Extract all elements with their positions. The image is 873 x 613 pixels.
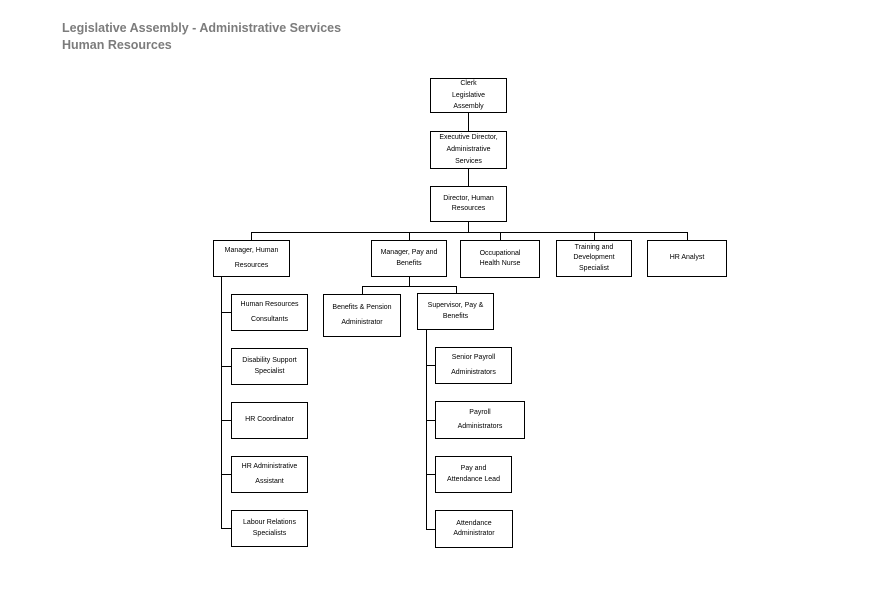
connector-clerk-exec: [468, 113, 469, 131]
connector-stub-benefits-pension: [362, 286, 363, 294]
org-node-manager-hr: Manager, Human Resources: [213, 240, 290, 277]
org-node-hr-consultants: Human Resources Consultants: [231, 294, 308, 331]
connector-manager-hr-drop: [221, 277, 222, 529]
org-node-senior-payroll-administrators: Senior Payroll Administrators: [435, 347, 512, 384]
org-node-payroll-administrators: Payroll Administrators: [435, 401, 525, 439]
page-title: Legislative Assembly - Administrative Se…: [62, 21, 342, 52]
connector-stub-hr-consultants: [221, 312, 231, 313]
connector-stub-disability: [221, 366, 231, 367]
connector-stub-occ-nurse: [500, 232, 501, 240]
org-node-clerk: Clerk Legislative Assembly: [430, 78, 507, 113]
connector-stub-senior-payroll: [426, 365, 435, 366]
org-node-hr-coordinator: HR Coordinator: [231, 402, 308, 439]
org-node-director-hr: Director, Human Resources: [430, 186, 507, 222]
connector-manager-pay-drop: [409, 277, 410, 286]
connector-stub-supervisor: [456, 286, 457, 293]
connector-exec-director: [468, 169, 469, 186]
connector-pay-bus: [362, 286, 457, 287]
connector-stub-attendance: [426, 529, 435, 530]
org-node-supervisor-pay-benefits: Supervisor, Pay & Benefits: [417, 293, 494, 330]
connector-stub-hr-coordinator: [221, 420, 231, 421]
org-node-executive-director: Executive Director, Administrative Servi…: [430, 131, 507, 169]
connector-stub-hr-analyst: [687, 232, 688, 240]
connector-level2-bus: [251, 232, 688, 233]
connector-stub-labour-relations: [221, 528, 231, 529]
connector-director-bus: [468, 222, 469, 232]
org-node-attendance-administrator: Attendance Administrator: [435, 510, 513, 548]
org-node-labour-relations-specialists: Labour Relations Specialists: [231, 510, 308, 547]
connector-stub-manager-hr: [251, 232, 252, 240]
connector-stub-pay-lead: [426, 474, 435, 475]
org-node-hr-analyst: HR Analyst: [647, 240, 727, 277]
connector-stub-hr-admin-assistant: [221, 474, 231, 475]
connector-stub-payroll: [426, 420, 435, 421]
connector-stub-manager-pay: [409, 232, 410, 240]
org-node-hr-administrative-assistant: HR Administrative Assistant: [231, 456, 308, 493]
org-node-pay-attendance-lead: Pay and Attendance Lead: [435, 456, 512, 493]
org-node-benefits-pension-administrator: Benefits & Pension Administrator: [323, 294, 401, 337]
org-node-occupational-health-nurse: Occupational Health Nurse: [460, 240, 540, 278]
connector-stub-training: [594, 232, 595, 240]
connector-supervisor-drop: [426, 330, 427, 530]
org-node-training-development-specialist: Training and Development Specialist: [556, 240, 632, 277]
org-node-manager-pay-benefits: Manager, Pay and Benefits: [371, 240, 447, 277]
org-node-disability-support-specialist: Disability Support Specialist: [231, 348, 308, 385]
